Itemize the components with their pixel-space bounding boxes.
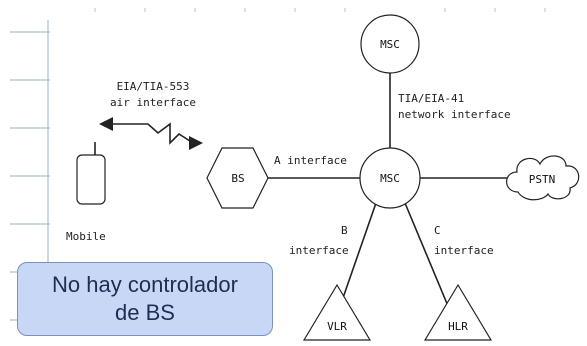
msc-center-node [359,147,421,209]
annotation-text: No hay controlador de BS [52,272,238,325]
air-interface-label-line2: air interface [110,96,196,109]
vlr-label: VLR [327,320,347,333]
air-interface-label-line1: EIA/TIA-553 [117,80,190,93]
link-msc-to-hlr [404,202,454,319]
bs-label: BS [231,172,244,185]
msc-top-label: MSC [380,38,400,51]
network-interface-label-line1: TIA/EIA-41 [398,92,464,105]
mobile-phone-icon [76,142,106,205]
pstn-cloud-icon [506,155,580,201]
annotation-callout: No hay controlador de BS [17,262,273,336]
msc-center-label: MSC [380,172,400,185]
c-interface-label-line2: interface [434,244,494,257]
network-interface-label-line2: network interface [398,108,511,121]
mobile-label: Mobile [66,230,106,243]
hlr-node [423,283,493,341]
bs-node [206,147,269,209]
a-interface-label: A interface [274,154,347,167]
b-interface-label-line1: B [341,224,348,237]
msc-top-node [360,14,420,74]
air-interface-arrow [99,117,203,150]
c-interface-label-line1: C [434,224,441,237]
hlr-label: HLR [448,320,468,333]
b-interface-label-line2: interface [289,244,349,257]
pstn-label: PSTN [529,173,556,186]
vlr-node [302,283,372,341]
